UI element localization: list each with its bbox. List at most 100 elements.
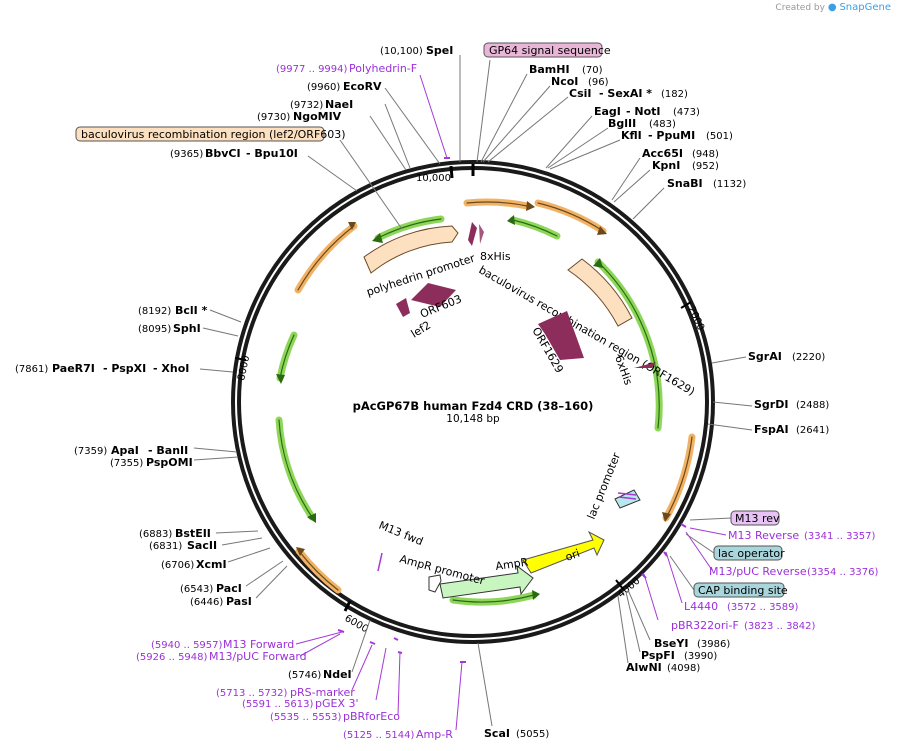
bpu10i-name[interactable]: - Bpu10I: [246, 147, 298, 160]
ampr-feature[interactable]: [439, 564, 534, 599]
cap-box[interactable]: [693, 582, 785, 598]
bac-box[interactable]: [75, 126, 325, 142]
pbr322-name[interactable]: pBR322ori-F: [671, 619, 739, 632]
ampr-primer-name[interactable]: Amp-R: [416, 728, 453, 741]
leader-sgrai: [711, 356, 747, 364]
enzyme-labels: (10,100) SpeI BamHI (70) NcoI (96) CsiI …: [15, 44, 829, 740]
bac-region-orf1629-feature[interactable]: [567, 258, 633, 327]
scai-name[interactable]: ScaI: [484, 727, 510, 740]
pbrfor-pos: (5535 .. 5553): [270, 712, 342, 723]
bac-box-label: baculovirus recombination region (lef2/O…: [81, 128, 346, 141]
sphi-pos: (8095): [138, 324, 171, 335]
leader-ecorv: [384, 87, 441, 165]
pasi-name[interactable]: PasI: [226, 595, 252, 608]
polyhedrin-promoter-feature[interactable]: [363, 225, 459, 274]
ncoi-name[interactable]: NcoI: [551, 75, 578, 88]
bglii-name[interactable]: BglII: [608, 117, 636, 130]
ngomiv-name[interactable]: NgoMIV: [293, 110, 342, 123]
green-arrowhead-6: [532, 590, 540, 600]
leader-sphi: [202, 327, 239, 337]
pleader-pbr322: [643, 573, 659, 621]
green-arrowhead-3: [593, 258, 603, 268]
fspai-name[interactable]: FspAI: [754, 423, 789, 436]
ecorv-name[interactable]: EcoRV: [343, 80, 382, 93]
xcmi-name[interactable]: XcmI: [196, 558, 227, 571]
snapgene-credit: Created by ● SnapGene: [775, 2, 891, 13]
leader-gp64: [476, 59, 491, 163]
m13fwd-primer-name[interactable]: M13 Forward: [223, 638, 294, 651]
banii-name[interactable]: - BanII: [148, 444, 188, 457]
snapgene-logo-icon: ●: [827, 2, 837, 13]
ptick-l4440: [663, 551, 668, 557]
ppumi-name[interactable]: - PpuMI: [648, 129, 695, 142]
kpni-name[interactable]: KpnI: [652, 159, 680, 172]
ori-feature[interactable]: [522, 530, 605, 574]
pspxi-name[interactable]: - PspXI: [103, 362, 146, 375]
alwni-name[interactable]: AlwNI: [626, 661, 662, 674]
his8-feature[interactable]: [468, 222, 477, 246]
kfli-name[interactable]: KflI: [621, 129, 642, 142]
orf1629-feature[interactable]: [538, 311, 584, 360]
gp64-box[interactable]: [483, 42, 603, 58]
orf603-feature[interactable]: [411, 283, 456, 307]
snabi-name[interactable]: SnaBI: [667, 177, 703, 190]
sacii-name[interactable]: SacII: [187, 539, 217, 552]
bglii-pos: (483): [649, 119, 676, 130]
leader-sacii: [221, 537, 263, 546]
ndei-name[interactable]: NdeI: [323, 668, 352, 681]
sexai-name[interactable]: - SexAI *: [599, 87, 652, 100]
leader-paci: [245, 560, 284, 587]
csii-name[interactable]: CsiI: [569, 87, 591, 100]
leader-acc65i: [611, 157, 641, 201]
spei-name[interactable]: SpeI: [426, 44, 453, 57]
xhoi-name[interactable]: - XhoI: [153, 362, 189, 375]
prs-pos: (5713 .. 5732): [216, 688, 288, 699]
credit-prefix: Created by: [775, 3, 825, 13]
his8-feature-2[interactable]: [479, 224, 484, 244]
orange-arc-4-core: [297, 225, 355, 291]
bcli-name[interactable]: BclI *: [175, 304, 208, 317]
pspomi-name[interactable]: PspOMI: [146, 456, 193, 469]
tick-label-4000: 4000: [616, 576, 643, 601]
noti-name[interactable]: - NotI: [626, 105, 661, 118]
pleader-ampr: [455, 661, 463, 731]
sgrai-name[interactable]: SgrAI: [748, 350, 782, 363]
kfli-pos: (501): [706, 131, 733, 142]
m13-fwd-label: M13 fwd: [377, 519, 425, 549]
m13pucfwd-name[interactable]: M13/pUC Forward: [209, 650, 307, 663]
orange-arc-2: [534, 199, 607, 235]
m13rev-box[interactable]: [730, 510, 780, 526]
paci-name[interactable]: PacI: [216, 582, 242, 595]
l4440-name[interactable]: L4440: [684, 600, 718, 613]
leader-sgrdi: [712, 401, 753, 407]
acc65i-name[interactable]: Acc65I: [642, 147, 683, 160]
lef2-feature[interactable]: [396, 298, 410, 317]
polyhedrinF-name[interactable]: Polyhedrin-F: [349, 62, 417, 75]
ampr-promoter-feature[interactable]: [428, 574, 442, 593]
prs-name[interactable]: pRS-marker: [290, 686, 355, 699]
spei-pos: (10,100): [380, 46, 423, 57]
bsteii-name[interactable]: BstEII: [175, 527, 211, 540]
sphi-name[interactable]: SphI: [173, 322, 201, 335]
sgrdi-name[interactable]: SgrDI: [754, 398, 788, 411]
leader-lacop-box: [685, 533, 715, 554]
pspfi-name[interactable]: PspFI: [641, 649, 675, 662]
fspai-pos: (2641): [796, 425, 829, 436]
pbr322-pos: (3823 .. 3842): [744, 621, 816, 632]
green-arrowhead-2: [507, 215, 515, 225]
apai-name[interactable]: ApaI: [111, 444, 139, 457]
bbvci-name[interactable]: BbvCI: [205, 147, 241, 160]
naei-name[interactable]: NaeI: [325, 98, 353, 111]
bamhi-name[interactable]: BamHI: [529, 63, 570, 76]
m13rev-primer-name[interactable]: M13 Reverse: [728, 529, 799, 542]
pgex-name[interactable]: pGEX 3': [315, 697, 359, 710]
lacop-box[interactable]: [713, 545, 783, 561]
green-arrows: [275, 215, 663, 606]
pbrfor-name[interactable]: pBRforEco: [343, 710, 400, 723]
eagi-name[interactable]: EagI: [594, 105, 621, 118]
bseyi-name[interactable]: BseYI: [654, 637, 688, 650]
m13pucrev-name[interactable]: M13/pUC Reverse: [709, 565, 807, 578]
paer7i-name[interactable]: PaeR7I: [52, 362, 95, 375]
his6-feature[interactable]: [634, 362, 656, 368]
